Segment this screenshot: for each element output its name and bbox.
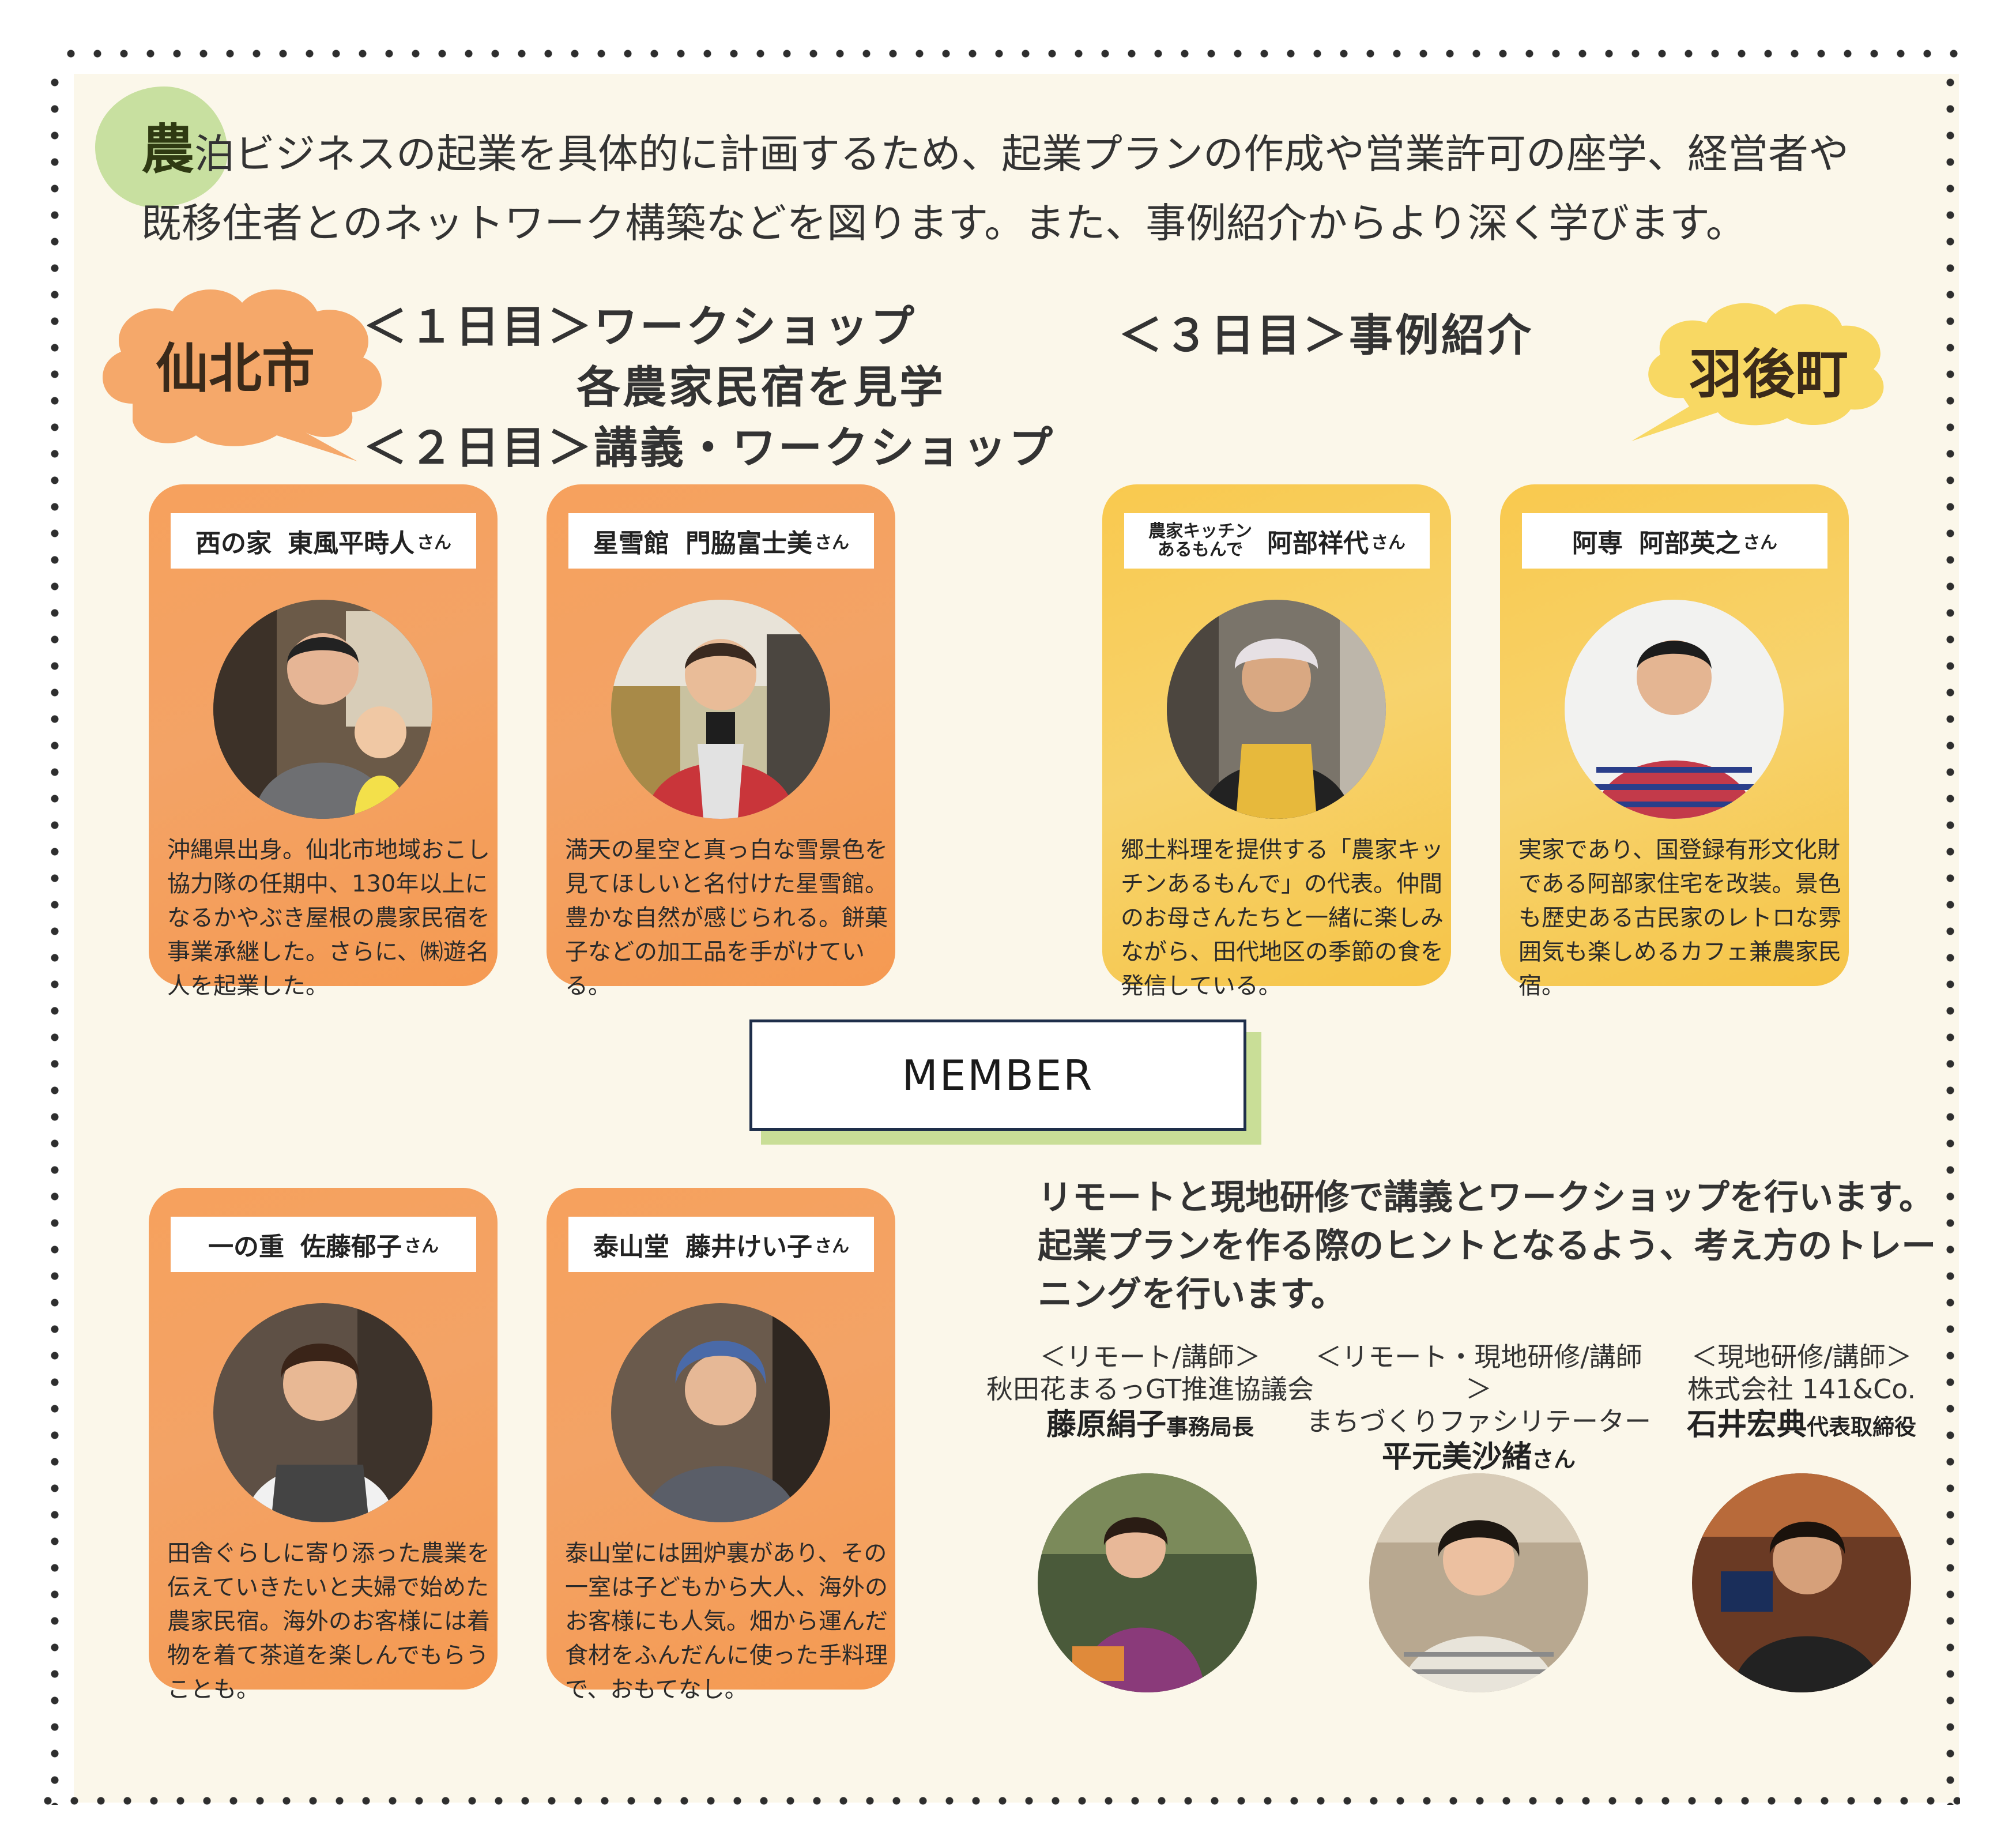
lecturer-role: ＜リモート・現地研修/講師＞ xyxy=(1315,1341,1642,1405)
lecturer-name-text: 藤原絹子 xyxy=(1046,1408,1166,1442)
host-suffix: さん xyxy=(815,533,849,553)
dotted-border-left xyxy=(51,69,59,1805)
host-suffix: さん xyxy=(404,1236,439,1256)
lecturer-title: 代表取締役 xyxy=(1807,1414,1917,1440)
host-photo xyxy=(611,1303,830,1522)
lecturer-ishii: ＜現地研修/講師＞ 株式会社 141&Co. 石井宏典代表取締役 xyxy=(1629,1341,1974,1447)
host-tag: 一の重 佐藤郁子 さん xyxy=(171,1217,476,1272)
host-photo xyxy=(213,1303,432,1522)
host-description: 沖縄県出身。仙北市地域おこし協力隊の任期中、130年以上になるかやぶき屋根の農家… xyxy=(167,837,490,999)
schedule-day1: ＜１日目＞ワークショップ xyxy=(363,301,917,352)
schedule-day2: ＜２日目＞講義・ワークショップ xyxy=(363,422,1055,473)
host-place: 星雪館 xyxy=(593,529,669,558)
remote-training-description: リモートと現地研修で講義とワークショップを行います。起業プランを作る際のヒントと… xyxy=(1038,1177,1936,1315)
lecturer-name-text: 平元美沙緒 xyxy=(1381,1440,1532,1474)
host-card-asen: 阿専 阿部英之 さん 実家であり、国登録有形文化財である阿部家住宅を改装。景色も… xyxy=(1500,484,1849,999)
lecturer-org: 秋田花まるっGT推進協議会 xyxy=(986,1374,1314,1405)
host-name: 藤井けい子 xyxy=(685,1232,812,1262)
lecturer-title: 事務局長 xyxy=(1166,1414,1254,1440)
lecturer-name-text: 石井宏典 xyxy=(1686,1408,1807,1442)
intro-line1: 泊ビジネスの起業を具体的に計画するため、起業プランの作成や営業許可の座学、経営者… xyxy=(194,130,1849,178)
lecturer-photo-hiramoto xyxy=(1369,1473,1588,1692)
host-description: 郷土料理を提供する「農家キッチンあるもんで」の代表。仲間のお母さんたちと一緒に楽… xyxy=(1121,837,1444,999)
host-place: 一の重 xyxy=(208,1232,284,1262)
lecturer-org: まちづくりファシリテーター xyxy=(1306,1406,1651,1437)
region-label-ugo: 羽後町 xyxy=(1689,344,1849,405)
lecturer-name: 藤原絹子事務局長 xyxy=(977,1405,1323,1447)
host-name: 門脇富士美 xyxy=(685,529,812,558)
dotted-border-top xyxy=(58,50,1960,58)
region-label-senboku: 仙北市 xyxy=(156,338,315,400)
intro-paragraph: 農泊ビジネスの起業を具体的に計画するため、起業プランの作成や営業許可の座学、経営… xyxy=(141,115,1928,258)
schedule-day3: ＜３日目＞事例紹介 xyxy=(1118,310,1533,361)
host-name: 東風平時人 xyxy=(288,529,414,558)
host-card-ichinoju: 一の重 佐藤郁子 さん 田舎ぐらしに寄り添った農業を伝えていきたいと夫婦で始めた… xyxy=(149,1188,498,1703)
schedule-day1-sub: 各農家民宿を見学 xyxy=(576,362,945,413)
host-place: 阿専 xyxy=(1572,529,1623,558)
host-tag: 西の家 東風平時人 さん xyxy=(171,513,476,569)
lecturer-photo-fujiwara xyxy=(1038,1473,1257,1692)
host-name: 阿部英之 xyxy=(1639,529,1740,558)
host-description: 実家であり、国登録有形文化財である阿部家住宅を改装。景色も歴史ある古民家のレトロ… xyxy=(1518,837,1841,999)
lecturer-role: ＜現地研修/講師＞ xyxy=(1691,1341,1912,1372)
lecturer-title: さん xyxy=(1532,1447,1576,1472)
host-photo xyxy=(611,600,830,819)
host-card-arumonde: 農家キッチン あるもんで 阿部祥代 さん 郷土料理を提供する「農家キッチンあるも… xyxy=(1102,484,1451,999)
lecturer-fujiwara: ＜リモート/講師＞ 秋田花まるっGT推進協議会 藤原絹子事務局長 xyxy=(977,1341,1323,1447)
host-photo xyxy=(213,600,432,819)
senboku-cloud xyxy=(102,289,382,461)
host-tag: 星雪館 門脇富士美 さん xyxy=(568,513,874,569)
host-suffix: さん xyxy=(1371,533,1405,553)
host-place: 西の家 xyxy=(195,529,272,558)
host-card-seisetsukan: 星雪館 門脇富士美 さん 満天の星空と真っ白な雪景色を見てほしいと名付けた星雪館… xyxy=(547,484,895,999)
host-tag: 農家キッチン あるもんで 阿部祥代 さん xyxy=(1124,513,1430,569)
ugo-cloud xyxy=(1631,303,1884,441)
host-name: 佐藤郁子 xyxy=(300,1232,402,1262)
host-tag: 阿専 阿部英之 さん xyxy=(1522,513,1827,569)
lecturer-hiramoto: ＜リモート・現地研修/講師＞ まちづくりファシリテーター 平元美沙緒さん xyxy=(1306,1341,1652,1479)
intro-first-char: 農 xyxy=(141,119,195,180)
host-card-taizando: 泰山堂 藤井けい子 さん 泰山堂には囲炉裏があり、その一室は子どもから大人、海外… xyxy=(547,1188,895,1703)
intro-line2: 既移住者とのネットワーク構築などを図ります。また、事例紹介からより深く学びます。 xyxy=(141,200,1746,247)
lecturer-name: 石井宏典代表取締役 xyxy=(1629,1405,1974,1447)
host-place: 泰山堂 xyxy=(593,1232,669,1262)
host-description: 満天の星空と真っ白な雪景色を見てほしいと名付けた星雪館。豊かな自然が感じられる。… xyxy=(565,837,888,999)
host-description: 田舎ぐらしに寄り添った農業を伝えていきたいと夫婦で始めた農家民宿。海外のお客様に… xyxy=(167,1540,490,1703)
host-place-line1: 農家キッチン xyxy=(1148,521,1252,541)
dotted-border-right xyxy=(1946,69,1954,1805)
host-card-nishinoie: 西の家 東風平時人 さん 沖縄県出身。仙北市地域おこし協力隊の任期中、130年以… xyxy=(149,484,498,999)
host-photo xyxy=(1565,600,1784,819)
member-label: MEMBER xyxy=(749,1019,1246,1131)
host-suffix: さん xyxy=(1743,533,1777,553)
host-photo xyxy=(1167,600,1386,819)
lecturer-photo-ishii xyxy=(1692,1473,1911,1692)
lecturer-name: 平元美沙緒さん xyxy=(1306,1438,1652,1479)
host-place-line2: あるもんで xyxy=(1157,540,1243,560)
host-tag: 泰山堂 藤井けい子 さん xyxy=(568,1217,874,1272)
dotted-border-bottom xyxy=(35,1797,1960,1805)
host-place: 農家キッチン あるもんで xyxy=(1148,522,1252,559)
host-suffix: さん xyxy=(815,1236,849,1256)
host-description: 泰山堂には囲炉裏があり、その一室は子どもから大人、海外のお客様にも人気。畑から運… xyxy=(565,1540,888,1703)
lecturer-org: 株式会社 141&Co. xyxy=(1687,1374,1916,1405)
host-suffix: さん xyxy=(417,533,451,553)
host-name: 阿部祥代 xyxy=(1267,529,1369,558)
lecturer-role: ＜リモート/講師＞ xyxy=(1039,1341,1261,1372)
intro-green-blob xyxy=(95,86,228,208)
